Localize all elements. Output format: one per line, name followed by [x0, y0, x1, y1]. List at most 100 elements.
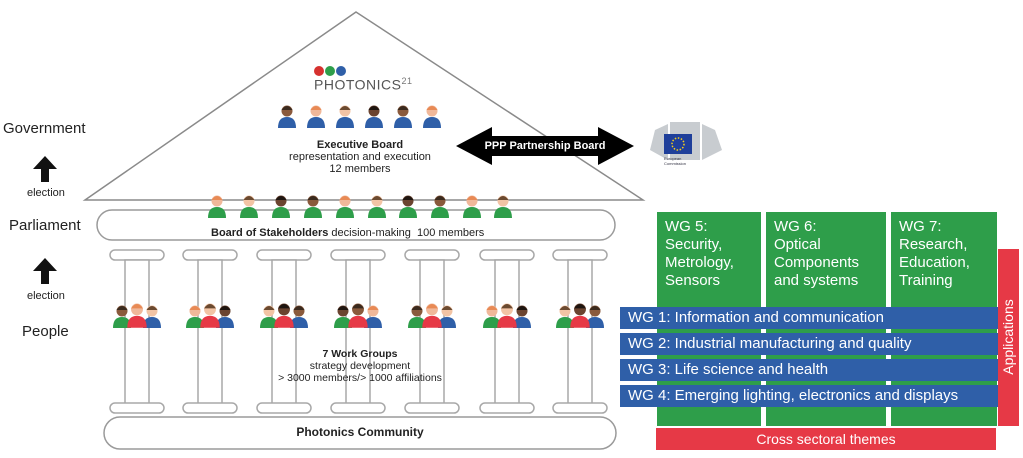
applications-bar: [998, 249, 1019, 426]
executive-board-subtitle: representation and execution: [289, 151, 431, 163]
logo-dot-green: [325, 66, 335, 76]
stakeholders-title: Board of Stakeholders: [211, 227, 329, 239]
columns: [109, 249, 608, 414]
stakeholders-members: 100 members: [417, 227, 485, 239]
eu-flag-icon: [664, 134, 692, 154]
parliament-beam: [96, 209, 616, 241]
wg5-line: WG 5:: [665, 218, 708, 235]
person-icon: [278, 105, 296, 128]
column: [109, 249, 165, 414]
person-icon: [365, 105, 383, 128]
ec-line-2: Commission: [664, 161, 687, 166]
government-label: Government: [3, 120, 86, 137]
wg5-line: Security,: [665, 236, 723, 253]
person-icon: [336, 105, 354, 128]
election-label: election: [27, 290, 65, 302]
wg6-line: and systems: [774, 272, 859, 289]
photonics21-logo: PHOTONICS21: [314, 76, 413, 93]
person-icon: [483, 305, 501, 328]
wg5-line: Metrology,: [665, 254, 734, 271]
stakeholder-people: [208, 195, 512, 218]
person-icon: [208, 195, 226, 218]
person-icon: [186, 305, 204, 328]
person-icon: [143, 305, 161, 328]
wg1-row: WG 1: Information and communication: [620, 307, 998, 329]
work-groups-members: > 3000 members/> 1000 affiliations: [278, 372, 442, 384]
work-group-people: [113, 303, 604, 328]
person-icon: [394, 105, 412, 128]
wg6-line: Components: [774, 254, 860, 271]
person-icon: [497, 303, 517, 328]
stakeholders-text: decision-making: [331, 227, 411, 239]
wg7-line: Education,: [899, 254, 970, 271]
european-commission-logo: [650, 122, 722, 160]
person-icon: [399, 195, 417, 218]
ec-logo-text: European Commission: [664, 156, 686, 166]
person-icon: [368, 195, 386, 218]
applications-label: Applications: [1000, 299, 1016, 375]
person-icon: [127, 303, 147, 328]
person-icon: [304, 195, 322, 218]
executive-board-caption: Executive Board representation and execu…: [260, 139, 460, 175]
logo-dot-red: [314, 66, 324, 76]
photonics-community-label: Photonics Community: [296, 425, 424, 439]
wg5-line: Sensors: [665, 272, 721, 289]
person-icon: [422, 303, 442, 328]
logo-superscript: 21: [401, 76, 413, 86]
logo-dot-blue: [336, 66, 346, 76]
logo-text: PHOTONICS: [314, 76, 402, 93]
person-icon: [290, 305, 308, 328]
person-icon: [364, 305, 382, 328]
people-label: People: [22, 323, 69, 340]
column: [330, 249, 386, 414]
work-groups-subtitle: strategy development: [309, 360, 411, 372]
person-icon: [240, 195, 258, 218]
ppp-partnership-board-label: PPP Partnership Board: [484, 140, 606, 152]
stakeholders-caption: Board of Stakeholders decision-making 10…: [211, 227, 484, 239]
wg6-line: Optical: [774, 236, 821, 253]
person-icon: [348, 303, 368, 328]
ec-line-1: European: [664, 156, 682, 161]
wg7-line: Training: [899, 272, 953, 289]
executive-board-title: Executive Board: [316, 139, 404, 151]
person-icon: [438, 305, 456, 328]
executive-board-people: [278, 105, 441, 128]
person-icon: [216, 305, 234, 328]
person-icon: [586, 305, 604, 328]
person-icon: [408, 305, 426, 328]
person-icon: [431, 195, 449, 218]
work-groups-caption: 7 Work Groups strategy development > 300…: [255, 348, 465, 384]
wg7-line: WG 7:: [899, 218, 942, 235]
person-icon: [272, 195, 290, 218]
person-icon: [260, 305, 278, 328]
column: [256, 249, 312, 414]
cross-sectoral-bar: Cross sectoral themes: [656, 428, 996, 450]
arrow-up-icon: [33, 258, 57, 284]
person-icon: [423, 105, 441, 128]
wg6-line: WG 6:: [774, 218, 817, 235]
executive-board-members: 12 members: [329, 163, 391, 175]
community-base: [103, 416, 617, 450]
parliament-label: Parliament: [9, 217, 81, 234]
work-groups-title: 7 Work Groups: [322, 348, 398, 360]
person-icon: [336, 195, 354, 218]
person-icon: [494, 195, 512, 218]
column: [404, 249, 460, 414]
column: [182, 249, 238, 414]
person-icon: [570, 303, 590, 328]
ppp-arrow-shape: [456, 127, 634, 165]
person-icon: [113, 305, 131, 328]
wg2-row: WG 2: Industrial manufacturing and quali…: [620, 333, 998, 355]
election-label: election: [27, 187, 65, 199]
person-icon: [513, 305, 531, 328]
person-icon: [556, 305, 574, 328]
wg7-line: Research,: [899, 236, 968, 253]
column: [479, 249, 535, 414]
wg3-row: WG 3: Life science and health: [620, 359, 998, 381]
person-icon: [274, 303, 294, 328]
person-icon: [307, 105, 325, 128]
person-icon: [463, 195, 481, 218]
person-icon: [200, 303, 220, 328]
person-icon: [334, 305, 352, 328]
